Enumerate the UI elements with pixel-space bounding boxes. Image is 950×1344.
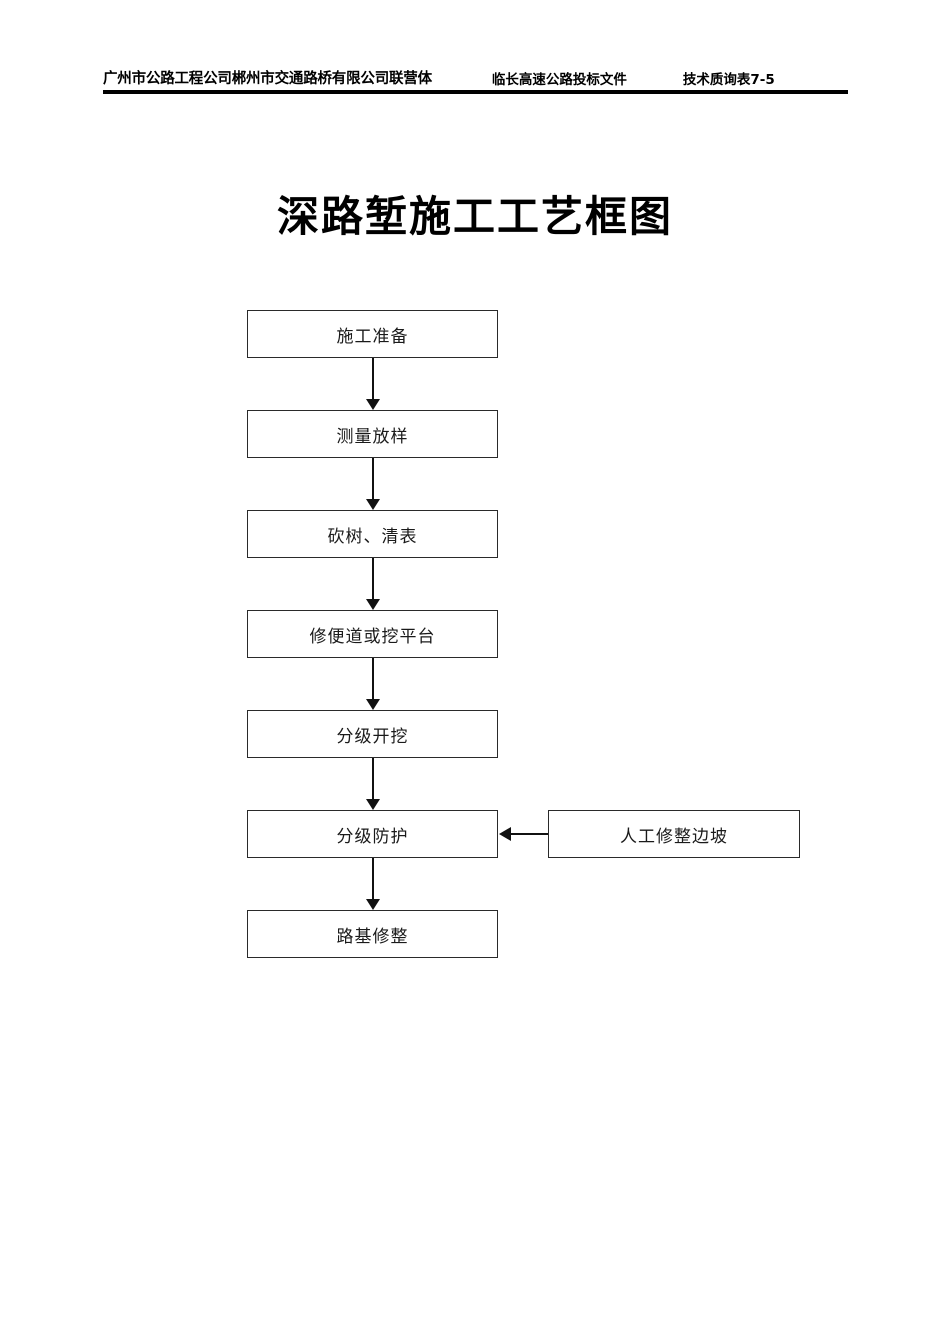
arrowhead-n5-n6 [366,799,380,810]
flow-node-label: 分级开挖 [336,726,409,747]
flow-node-label: 人工修整边坡 [620,826,728,847]
flow-node-subgrade-trimming[interactable]: 路基修整 [247,910,498,958]
arrowhead-n3-n4 [366,599,380,610]
header-text-row: 广州市公路工程公司郴州市交通路桥有限公司联营体 临长高速公路投标文件 技术质询表… [103,62,848,88]
header-company-name: 广州市公路工程公司郴州市交通路桥有限公司联营体 [103,71,432,87]
flow-node-manual-slope-trimming[interactable]: 人工修整边坡 [548,810,800,858]
arrowhead-n2-n3 [366,499,380,510]
connector-n5-n6 [372,758,374,799]
flow-node-label: 修便道或挖平台 [309,626,436,647]
flow-node-label: 砍树、清表 [327,526,418,547]
flow-node-label: 测量放样 [336,426,409,447]
flow-node-survey-setting-out[interactable]: 测量放样 [247,410,498,458]
header-divider-rule [103,90,848,94]
flow-node-label: 施工准备 [336,326,409,347]
page-title: 深路堑施工工艺框图 [276,192,673,241]
arrowhead-n1-n2 [366,399,380,410]
arrowhead-n6-n7 [366,899,380,910]
arrowhead-n4-n5 [366,699,380,710]
header-form-number: 技术质询表7-5 [682,72,775,88]
flow-node-construction-preparation[interactable]: 施工准备 [247,310,498,358]
flow-node-staged-protection[interactable]: 分级防护 [247,810,498,858]
arrowhead-side-to-staged-protection [499,827,511,841]
connector-n2-n3 [372,458,374,499]
connector-side-to-staged-protection [510,833,548,835]
flow-node-staged-excavation[interactable]: 分级开挖 [247,710,498,758]
flow-node-tree-felling-clearing[interactable]: 砍树、清表 [247,510,498,558]
header-document-name: 临长高速公路投标文件 [491,72,627,88]
connector-n1-n2 [372,358,374,399]
connector-n3-n4 [372,558,374,599]
flow-node-label: 分级防护 [336,826,409,847]
connector-n4-n5 [372,658,374,699]
flow-node-access-road-or-platform[interactable]: 修便道或挖平台 [247,610,498,658]
connector-n6-n7 [372,858,374,899]
page-header: 广州市公路工程公司郴州市交通路桥有限公司联营体 临长高速公路投标文件 技术质询表… [103,62,848,96]
flow-node-label: 路基修整 [336,926,409,947]
